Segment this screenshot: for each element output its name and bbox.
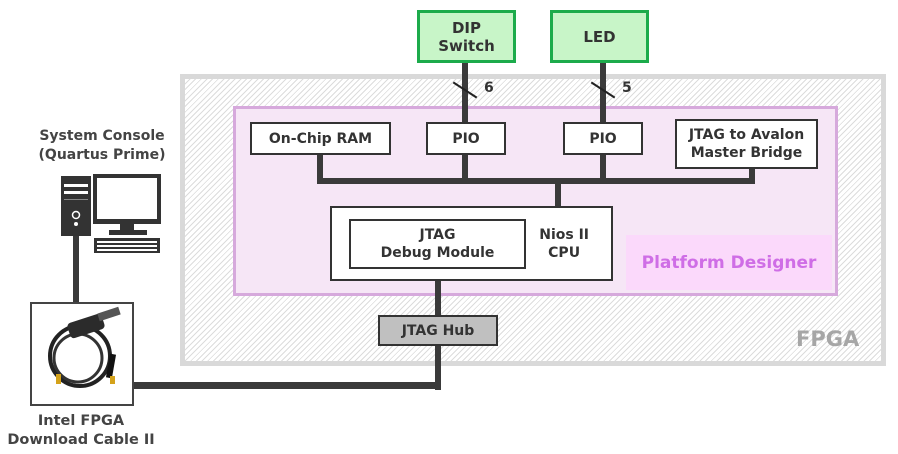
system-console-title: System Console (Quartus Prime)	[28, 127, 176, 165]
jtag-avalon-bridge-block[interactable]: JTAG to Avalon Master Bridge	[675, 119, 818, 169]
nios-label-2: CPU	[548, 244, 581, 261]
jtag-debug-label-2: Debug Module	[380, 245, 495, 261]
pio-1-block[interactable]: PIO	[426, 122, 506, 155]
wire-pio1-bus	[462, 152, 468, 182]
wire-pc-cable	[73, 230, 79, 302]
wire-hub-cable-h	[132, 382, 441, 389]
pio-2-label: PIO	[589, 130, 617, 147]
wire-hub-cable-v	[435, 344, 441, 390]
on-chip-ram-block[interactable]: On-Chip RAM	[250, 122, 391, 155]
wire-dip-to-pio	[462, 62, 468, 126]
jtag-avalon-label-1: JTAG to Avalon	[688, 127, 805, 143]
dip-switch-label-1: DIP	[451, 18, 481, 37]
jtag-debug-label-1: JTAG	[419, 227, 456, 243]
fpga-label: FPGA	[796, 327, 860, 351]
usb-cable-icon	[48, 306, 121, 388]
pio-1-label: PIO	[452, 130, 480, 147]
download-cable-title: Intel FPGA Download Cable II	[0, 412, 162, 450]
wire-debug-hub	[435, 266, 441, 318]
desktop-computer-icon	[60, 172, 165, 254]
on-chip-ram-label: On-Chip RAM	[268, 130, 373, 147]
wire-led-to-pio	[600, 62, 606, 126]
wire-ram-bus	[317, 152, 323, 182]
wire-bus-cpu	[555, 180, 561, 208]
download-cable-block[interactable]	[30, 302, 134, 406]
bus-width-led: 5	[622, 80, 632, 96]
bus-width-dip: 6	[484, 80, 494, 96]
jtag-hub-label: JTAG Hub	[401, 322, 475, 339]
dip-switch-label-2: Switch	[438, 36, 495, 55]
led-label: LED	[583, 27, 616, 46]
system-console-label-1: System Console	[39, 128, 165, 144]
pio-2-block[interactable]: PIO	[563, 122, 643, 155]
system-console-label-2: (Quartus Prime)	[38, 147, 166, 163]
led-block[interactable]: LED	[550, 10, 649, 63]
nios-label-1: Nios II	[539, 226, 589, 243]
cable-label-1: Intel FPGA	[37, 413, 125, 429]
platform-designer-label-bg	[626, 235, 832, 290]
bus-horizontal	[317, 178, 755, 184]
wire-pio2-bus	[600, 152, 606, 182]
jtag-hub-block[interactable]: JTAG Hub	[378, 315, 498, 346]
platform-designer-label: Platform Designer	[641, 252, 817, 273]
jtag-debug-module-block[interactable]: JTAG Debug Module	[349, 219, 526, 269]
wire-bridge-bus	[749, 166, 755, 182]
jtag-avalon-label-2: Master Bridge	[690, 145, 803, 161]
cable-label-2: Download Cable II	[7, 432, 155, 448]
dip-switch-block[interactable]: DIP Switch	[417, 10, 516, 63]
